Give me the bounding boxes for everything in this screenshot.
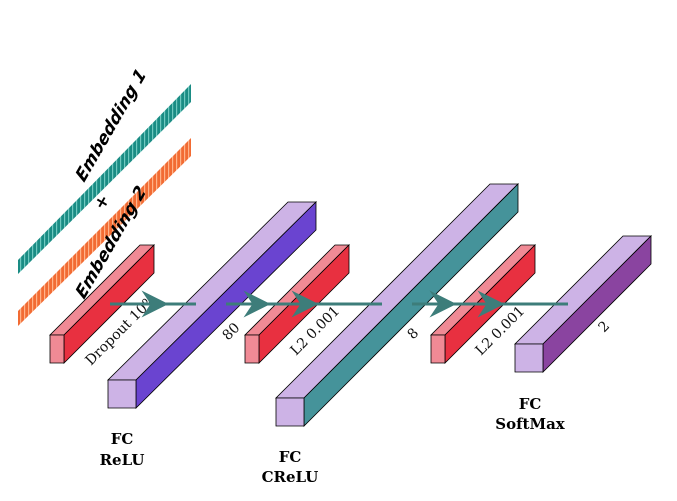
embedding-2-strip <box>18 138 191 326</box>
reg1-box-front-face <box>244 334 260 364</box>
captions: FC ReLU FC CReLU FC SoftMax <box>100 395 566 486</box>
fc1-caption-type: FC <box>111 430 134 448</box>
dropout-box-front-face <box>49 334 65 364</box>
fc2-caption-type: FC <box>279 448 302 466</box>
fc2-box-front-face <box>275 397 305 427</box>
fc2-caption-activation: CReLU <box>262 468 319 486</box>
fc3-caption-activation: SoftMax <box>495 415 566 433</box>
fc3-caption-type: FC <box>519 395 542 413</box>
fc3-units-label: 2 <box>596 318 614 336</box>
fc1-caption-activation: ReLU <box>100 451 145 469</box>
reg2-box-front-face <box>430 334 446 364</box>
fc2-units-label: 8 <box>405 325 423 343</box>
fc3-box-front-face <box>514 343 544 373</box>
fc1-box-front-face <box>107 379 137 409</box>
embedding-1-strip <box>18 84 191 274</box>
fc1-units-label: 80 <box>220 320 244 344</box>
fc1-box-top-face <box>107 201 317 381</box>
embedding-strips <box>18 84 191 326</box>
